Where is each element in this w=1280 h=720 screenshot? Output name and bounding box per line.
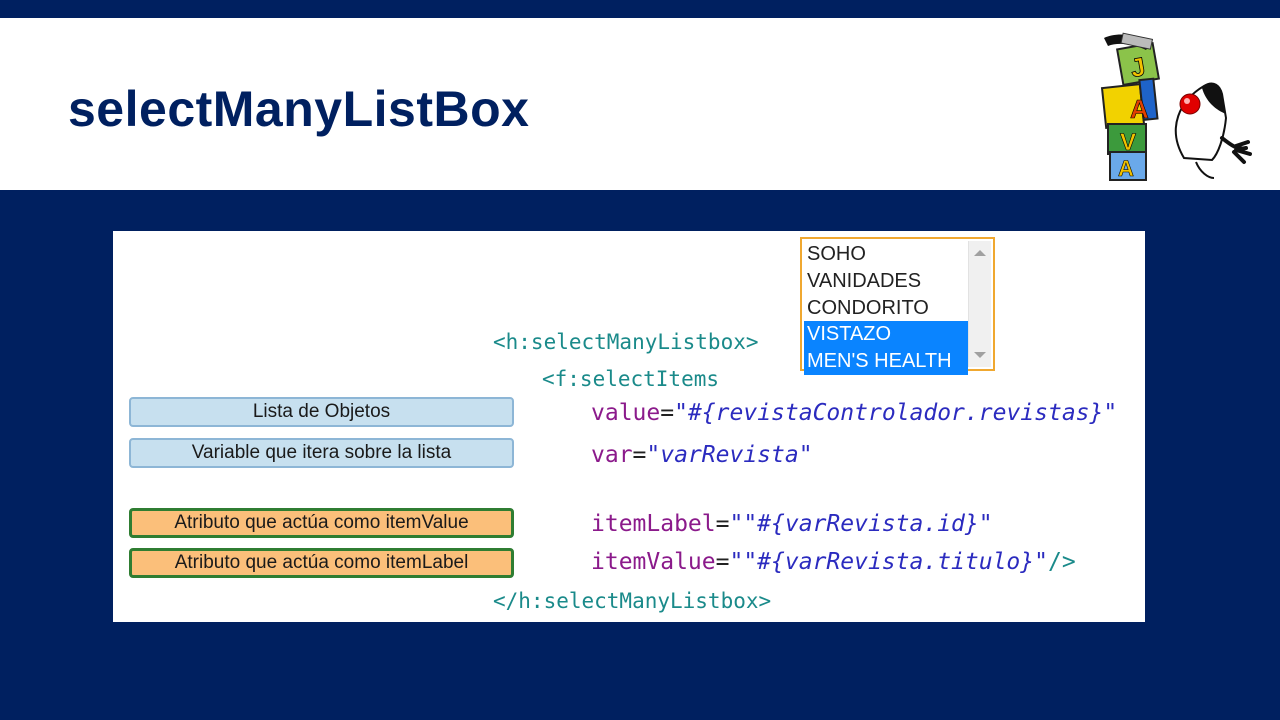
code-item-label-string: ""#{varRevista.id}" — [729, 511, 993, 537]
code-item-value-attr: itemValue — [591, 549, 716, 575]
java-duke-mascot: J A V A — [1100, 32, 1252, 181]
java-blocks: J A V A — [1100, 32, 1161, 181]
scroll-down-icon[interactable] — [974, 352, 986, 358]
top-band — [0, 0, 1280, 18]
listbox-option-mens-health[interactable]: MEN'S HEALTH — [804, 348, 968, 375]
content-panel: SOHO VANIDADES CONDORITO VISTAZO MEN'S H… — [113, 231, 1145, 622]
label-list-of-objects: Lista de Objetos — [129, 397, 514, 427]
slide-title: selectManyListBox — [68, 81, 530, 137]
code-item-label-attr: itemLabel — [591, 511, 716, 537]
block-letter-j: J — [1128, 51, 1147, 83]
code-line-item-label: itemLabel=""#{varRevista.id}" — [591, 511, 993, 537]
code-line-value: value="#{revistaControlador.revistas}" — [591, 400, 1117, 426]
code-open-tag: <h:selectManyListbox> — [493, 330, 759, 354]
code-item-value-string: ""#{varRevista.titulo}" — [729, 549, 1048, 575]
code-line-var: var="varRevista" — [591, 442, 813, 468]
code-line-select-items: <f:selectItems — [542, 366, 719, 392]
block-letter-a-bottom: A — [1118, 156, 1134, 181]
code-select-items-tag: <f:selectItems — [542, 367, 720, 391]
code-equals: = — [660, 400, 675, 426]
listbox-scrollbar[interactable] — [968, 241, 991, 367]
block-letter-a-top: A — [1130, 94, 1149, 124]
listbox-option-soho[interactable]: SOHO — [807, 243, 866, 265]
code-close-tag: </h:selectManyListbox> — [493, 589, 772, 613]
code-var-string: "varRevista" — [646, 442, 813, 468]
code-equals: = — [632, 442, 647, 468]
label-item-value-attribute: Atributo que actúa como itemValue — [129, 508, 514, 538]
listbox-items: SOHO VANIDADES CONDORITO VISTAZO MEN'S H… — [804, 241, 968, 375]
select-many-listbox[interactable]: SOHO VANIDADES CONDORITO VISTAZO MEN'S H… — [800, 237, 995, 375]
code-value-string: "#{revistaControlador.revistas}" — [674, 400, 1118, 426]
code-self-close: /> — [1047, 549, 1076, 575]
code-line-item-value: itemValue=""#{varRevista.titulo}"/> — [591, 549, 1076, 575]
listbox-option-vanidades[interactable]: VANIDADES — [807, 269, 922, 292]
label-item-label-attribute: Atributo que actúa como itemLabel — [129, 548, 514, 578]
code-value-attr: value — [591, 400, 661, 426]
block-letter-v: V — [1120, 129, 1136, 156]
code-var-attr: var — [591, 442, 633, 468]
scroll-up-icon[interactable] — [974, 250, 986, 256]
duke-figure — [1174, 82, 1252, 179]
code-line-close-tag: </h:selectManyListbox> — [493, 588, 771, 614]
listbox-option-condorito[interactable]: CONDORITO — [807, 296, 929, 319]
title-bar: selectManyListBox — [0, 18, 1280, 190]
listbox-option-vistazo[interactable]: VISTAZO — [804, 321, 968, 349]
code-equals: = — [715, 549, 730, 575]
code-line-open-tag: <h:selectManyListbox> — [493, 329, 759, 355]
label-iterator-variable: Variable que itera sobre la lista — [129, 438, 514, 468]
code-equals: = — [715, 511, 730, 537]
